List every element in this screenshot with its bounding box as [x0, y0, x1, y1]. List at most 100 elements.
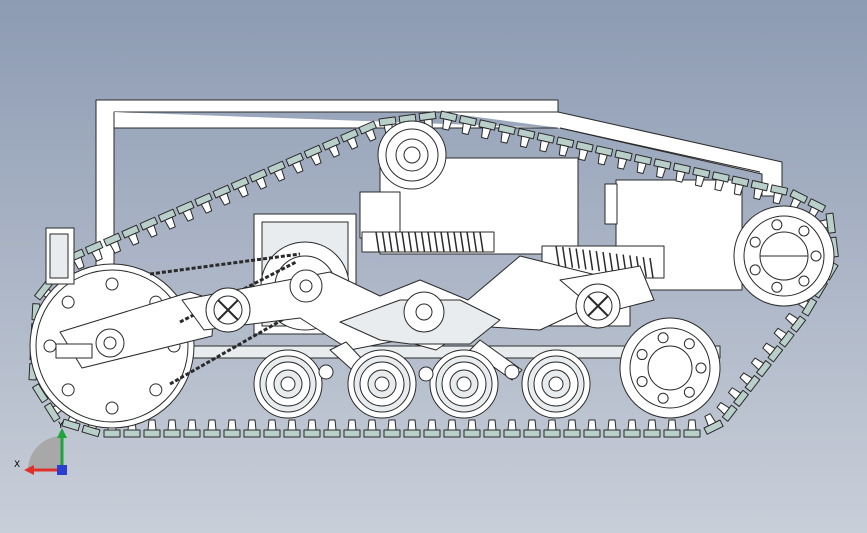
track-tooth — [442, 118, 453, 131]
bolt — [798, 275, 810, 287]
x-axis-label: X — [14, 460, 20, 470]
track-tooth — [407, 419, 417, 431]
track-link — [343, 429, 361, 438]
track-tooth — [547, 419, 557, 431]
track-tooth — [753, 187, 764, 200]
track-link — [363, 429, 381, 438]
top-idler-wheel — [377, 120, 447, 190]
track-belt-upper — [34, 110, 839, 317]
track-tooth — [578, 148, 589, 161]
track-tooth — [675, 170, 686, 183]
bolt — [798, 225, 810, 237]
track-tooth — [772, 192, 783, 205]
triad-base-wedge — [28, 436, 62, 470]
track-link — [623, 429, 641, 438]
track-tooth — [200, 200, 213, 214]
track-tooth — [714, 179, 725, 192]
track-tooth — [367, 419, 377, 431]
z-axis-origin — [57, 465, 67, 475]
bolt — [105, 401, 119, 415]
bolt — [657, 332, 669, 344]
track-tooth — [227, 419, 237, 431]
track-link — [443, 429, 461, 438]
bolt — [771, 219, 783, 231]
track-tooth — [739, 372, 753, 386]
bolt — [61, 383, 75, 397]
linkage-pin — [504, 364, 520, 380]
bogie-wheel-ring — [280, 376, 296, 392]
track-tooth — [346, 136, 359, 150]
track-tooth — [273, 168, 286, 182]
track-tooth — [310, 152, 322, 166]
bolt — [683, 338, 695, 350]
cross-hub-right — [575, 283, 621, 329]
track-link — [383, 429, 401, 438]
track-tooth — [627, 419, 637, 431]
bolt — [683, 386, 695, 398]
track-tooth — [387, 419, 397, 431]
track-link — [503, 429, 521, 438]
track-link — [483, 429, 501, 438]
bolt — [695, 362, 707, 374]
track-link — [323, 429, 341, 438]
track-tooth — [716, 402, 730, 415]
track-link — [103, 429, 121, 438]
spring-coil — [375, 231, 484, 253]
front-idler-bolts — [749, 219, 822, 293]
track-tooth — [167, 419, 177, 431]
track-tooth — [587, 419, 597, 431]
track-tooth — [704, 413, 717, 427]
track-tooth — [539, 140, 550, 153]
track-tooth — [607, 419, 617, 431]
track-tooth — [427, 419, 437, 431]
track-tooth — [267, 419, 277, 431]
track-link — [583, 429, 601, 438]
track-tooth — [73, 256, 85, 270]
track-tooth — [773, 327, 787, 341]
track-tooth — [328, 144, 340, 158]
bolt — [105, 277, 119, 291]
track-tooth — [91, 248, 103, 262]
track-tooth — [667, 419, 677, 431]
bogie-wheel-ring — [456, 376, 472, 392]
track-tooth — [207, 419, 217, 431]
track-link — [243, 429, 261, 438]
track-tooth — [694, 174, 705, 187]
track-link — [523, 429, 541, 438]
axis-triad[interactable]: X Y — [14, 421, 67, 475]
bogie-wheel-ring — [548, 376, 564, 392]
track-tooth — [146, 224, 158, 238]
bolt — [43, 339, 57, 353]
track-tooth — [636, 161, 647, 174]
track-tooth — [467, 419, 477, 431]
tracked-vehicle-model[interactable] — [28, 99, 839, 438]
track-tooth — [109, 240, 122, 254]
track-link — [403, 429, 421, 438]
track-link — [303, 429, 321, 438]
track-tooth — [617, 157, 628, 170]
track-tooth — [147, 419, 157, 431]
track-tooth — [733, 183, 744, 196]
track-link — [463, 429, 481, 438]
track-link — [183, 429, 201, 438]
track-tooth — [187, 419, 197, 431]
track-tooth — [291, 160, 304, 174]
track-tooth — [750, 357, 765, 371]
bolt — [149, 383, 163, 397]
track-tooth — [558, 144, 569, 157]
track-tooth — [219, 192, 231, 206]
bolt — [636, 349, 648, 361]
spring-coil — [555, 245, 654, 279]
track-tooth — [656, 166, 667, 179]
track-link — [263, 429, 281, 438]
track-tooth — [364, 128, 377, 142]
bolt — [636, 375, 648, 387]
track-link — [283, 429, 301, 438]
bolt — [771, 281, 783, 293]
bogie-wheels — [253, 349, 591, 419]
track-link — [563, 429, 581, 438]
track-tooth — [527, 419, 537, 431]
linkage-pin — [318, 364, 334, 380]
